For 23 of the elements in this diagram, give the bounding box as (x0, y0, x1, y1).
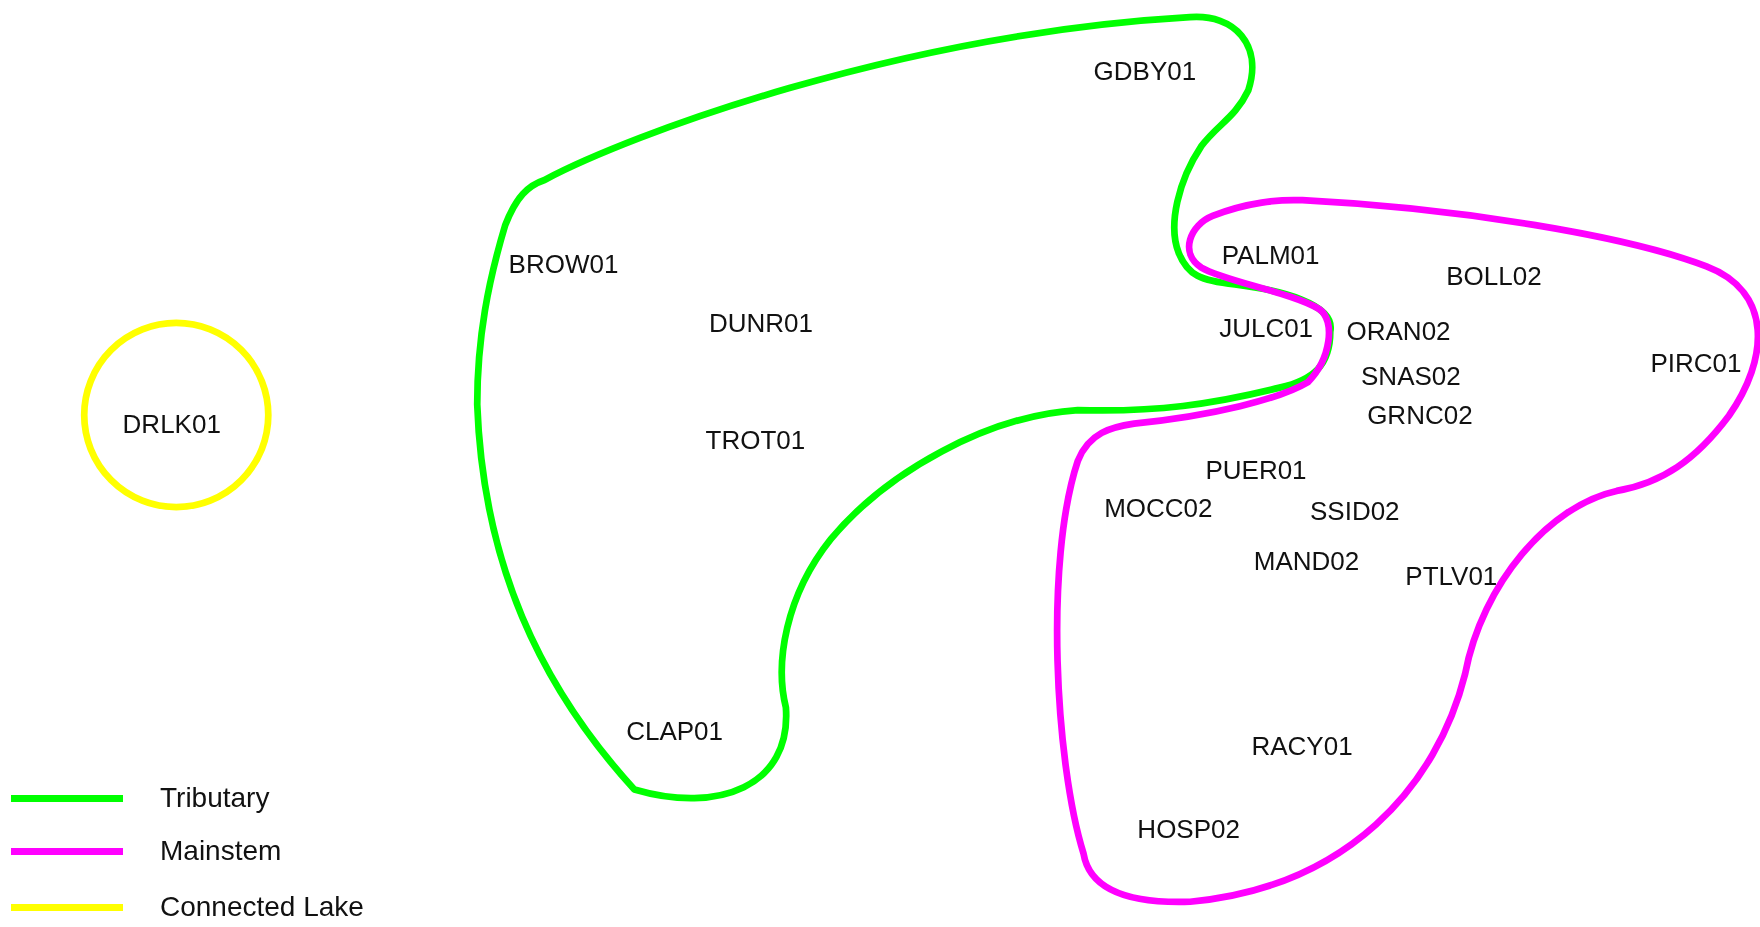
site-label: JULC01 (1219, 314, 1314, 341)
site-label: BOLL02 (1446, 263, 1542, 290)
site-label: GRNC02 (1367, 402, 1473, 429)
legend-label: Tributary (160, 782, 270, 814)
site-label: BROW01 (508, 250, 619, 277)
legend-label: Mainstem (160, 835, 282, 867)
site-label: SSID02 (1310, 497, 1400, 524)
site-label: PALM01 (1221, 241, 1320, 268)
site-label: TROT01 (705, 427, 806, 453)
site-label: DUNR01 (709, 310, 814, 337)
site-label: PUER01 (1205, 457, 1307, 484)
site-label: ORAN02 (1346, 318, 1451, 345)
site-label: SNAS02 (1361, 363, 1461, 389)
site-label: CLAP01 (626, 717, 723, 744)
site-label: PIRC01 (1650, 349, 1742, 376)
site-label: DRLK01 (122, 411, 221, 438)
site-label: PTLV01 (1405, 562, 1498, 589)
legend-label: Connected Lake (160, 891, 364, 923)
site-label: GDBY01 (1093, 57, 1197, 84)
site-label: MAND02 (1253, 548, 1360, 575)
site-label: RACY01 (1251, 733, 1353, 760)
site-label: MOCC02 (1104, 495, 1213, 522)
site-label: HOSP02 (1137, 816, 1240, 843)
